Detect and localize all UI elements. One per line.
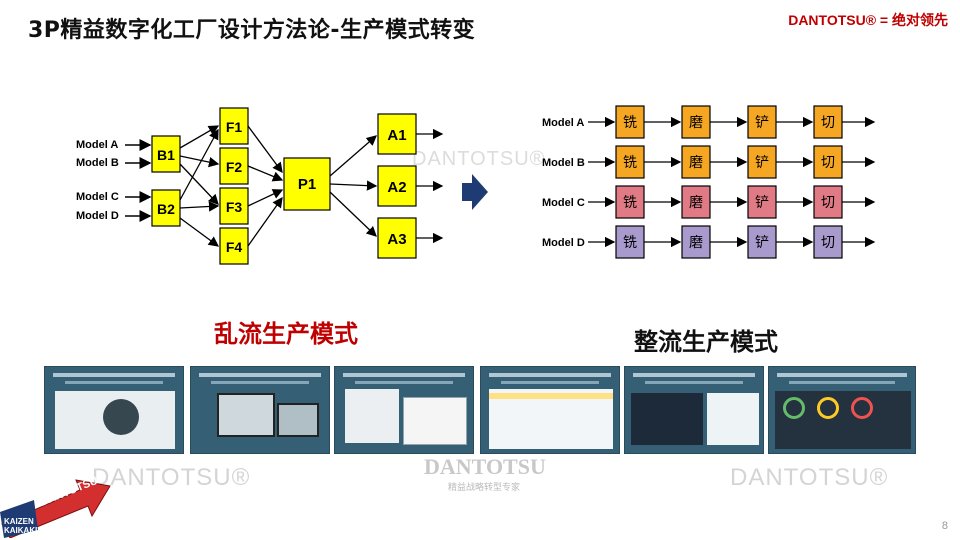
watermark-mid: DANTOTSU® [412, 148, 546, 170]
step-label: 铣 [623, 235, 637, 251]
step-label: 磨 [689, 195, 703, 211]
transform-arrow-icon [462, 174, 488, 210]
step-box [813, 225, 843, 259]
corner-logo-line1: KAIZEN [4, 517, 34, 526]
step-label: 切 [821, 195, 835, 211]
node-p1: P1 [298, 176, 316, 193]
thumbnail-5[interactable] [624, 366, 764, 454]
thumbnail-4[interactable] [480, 366, 620, 454]
step-label: 铣 [623, 115, 637, 131]
step-label: 铲 [755, 235, 769, 251]
thumbnail-2[interactable] [190, 366, 330, 454]
chaotic-flow-label: 乱流生产模式 [214, 320, 358, 348]
step-box [747, 225, 777, 259]
node-b2: B2 [157, 201, 175, 217]
center-logo-subtitle: 精益战略转型专家 [447, 483, 520, 493]
node-b1: B1 [157, 147, 175, 163]
model-c-label: Model C [76, 191, 119, 203]
row-model-label: Model A [542, 117, 584, 129]
brand-en: DANTOTSU® = [788, 12, 889, 28]
brand-cn: 绝对领先 [892, 13, 948, 29]
node-f1: F1 [226, 119, 243, 135]
page-title: 3P精益数字化工厂设计方法论-生产模式转变 [28, 18, 476, 43]
step-label: 切 [821, 115, 835, 131]
step-label: 铣 [623, 195, 637, 211]
watermark-left: DANTOTSU® [92, 464, 251, 491]
center-logo: DANTOTSU 精益战略转型专家 [424, 454, 546, 493]
step-label: 磨 [689, 235, 703, 251]
brand-tagline: DANTOTSU® = 绝对领先 [788, 10, 948, 30]
smooth-flow-label: 整流生产模式 [634, 328, 778, 356]
chaotic-flow-diagram: Model A Model B Model C Model D B1 B2 F1… [76, 107, 444, 265]
center-logo-text: DANTOTSU [424, 454, 546, 479]
step-box [615, 105, 645, 139]
thumbnail-6[interactable] [768, 366, 916, 454]
node-a1: A1 [387, 127, 406, 144]
node-a2: A2 [387, 179, 406, 196]
step-box [813, 185, 843, 219]
row-model-label: Model C [542, 197, 585, 209]
step-label: 铣 [623, 155, 637, 171]
model-d-label: Model D [76, 210, 119, 222]
watermark-right: DANTOTSU® [730, 464, 889, 491]
step-label: 切 [821, 235, 835, 251]
row-model-label: Model B [542, 157, 585, 169]
kaizen-arrow-logo: DANTOTSU KAIZEN KAIKAKU [0, 475, 111, 538]
node-f4: F4 [226, 239, 243, 255]
node-f2: F2 [226, 159, 243, 175]
node-a3: A3 [387, 231, 406, 248]
step-box [681, 105, 711, 139]
page-number: 8 [941, 520, 948, 532]
step-label: 磨 [689, 155, 703, 171]
step-label: 铲 [755, 155, 769, 171]
thumbnail-1[interactable] [44, 366, 184, 454]
model-a-label: Model A [76, 139, 118, 151]
step-box [813, 105, 843, 139]
step-label: 铲 [755, 115, 769, 131]
node-f3: F3 [226, 199, 243, 215]
step-box [681, 145, 711, 179]
step-box [747, 145, 777, 179]
corner-logo-line2: KAIKAKU [4, 526, 41, 535]
step-label: 切 [821, 155, 835, 171]
model-b-label: Model B [76, 157, 119, 169]
row-model-label: Model D [542, 237, 585, 249]
step-label: 铲 [755, 195, 769, 211]
thumbnail-3[interactable] [334, 366, 474, 454]
step-label: 磨 [689, 115, 703, 131]
